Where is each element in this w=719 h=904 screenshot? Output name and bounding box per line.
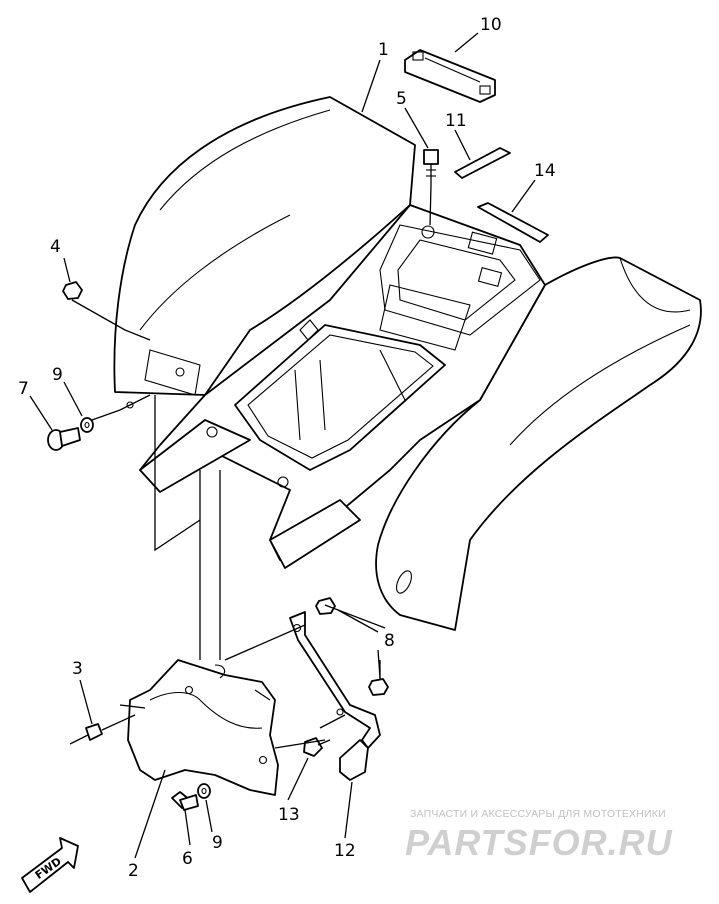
washer-part-9-upper xyxy=(80,417,94,433)
nut-part-8-upper xyxy=(315,597,336,615)
watermark-caption: ЗАПЧАСТИ И АКСЕССУАРЫ ДЛЯ МОТОТЕХНИКИ xyxy=(410,808,666,820)
callout-6: 6 xyxy=(182,849,193,869)
watermark-logo: PARTSFOR.RU xyxy=(405,822,673,863)
callout-9-upper: 9 xyxy=(52,365,63,385)
callout-8: 8 xyxy=(384,631,395,651)
callouts: 1 2 3 4 5 6 7 8 9 9 10 11 12 13 14 xyxy=(18,15,556,881)
mud-flap xyxy=(127,659,279,796)
bolt-part-7 xyxy=(47,427,81,451)
callout-12: 12 xyxy=(334,841,356,861)
bolt-part-6 xyxy=(171,791,199,811)
strap-part-10 xyxy=(404,49,496,103)
plate-part-14 xyxy=(477,202,549,243)
callout-14: 14 xyxy=(534,161,556,181)
bracket-stay xyxy=(289,611,381,781)
nut-part-4 xyxy=(62,281,83,300)
callout-13: 13 xyxy=(278,805,300,825)
screw-part-3 xyxy=(69,723,103,745)
rear-fender xyxy=(113,96,702,631)
callout-2: 2 xyxy=(128,861,139,881)
leader-lines xyxy=(29,32,536,859)
callout-1: 1 xyxy=(378,40,389,60)
callout-11: 11 xyxy=(445,111,467,131)
callout-3: 3 xyxy=(72,659,83,679)
fwd-direction-arrow: FWD xyxy=(21,837,79,893)
plate-part-11 xyxy=(454,147,511,179)
nut-part-8-lower xyxy=(368,678,389,696)
callout-9-lower: 9 xyxy=(212,833,223,853)
callout-10: 10 xyxy=(480,15,502,35)
callout-7: 7 xyxy=(18,379,29,399)
bolt-part-5 xyxy=(423,149,439,185)
washer-part-9-lower xyxy=(197,783,211,799)
assembly-lines xyxy=(71,184,432,749)
callout-4: 4 xyxy=(50,237,61,257)
callout-5: 5 xyxy=(396,89,407,109)
